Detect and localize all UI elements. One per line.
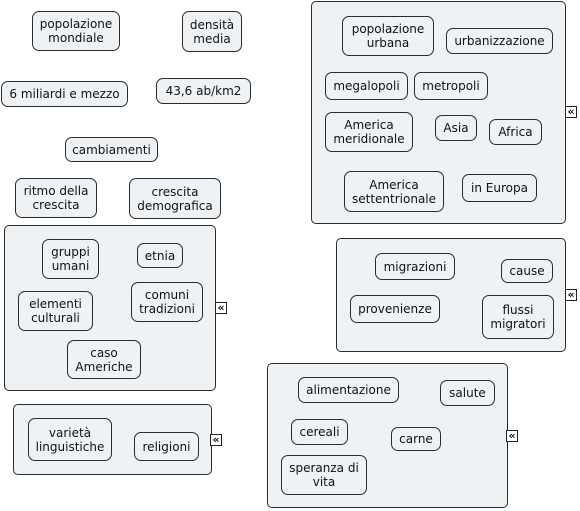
node-sei-miliardi[interactable]: 6 miliardi e mezzo xyxy=(1,81,128,107)
node-cereali[interactable]: cereali xyxy=(291,419,348,445)
node-alimentazione[interactable]: alimentazione xyxy=(298,377,399,403)
node-urbanizzazione[interactable]: urbanizzazione xyxy=(446,28,553,54)
group-culture: gruppi umani etnia elementi culturali co… xyxy=(4,225,216,391)
node-caso-americhe[interactable]: caso Americhe xyxy=(67,340,141,379)
node-migrazioni[interactable]: migrazioni xyxy=(375,253,455,280)
node-metropoli[interactable]: metropoli xyxy=(414,72,488,100)
node-salute[interactable]: salute xyxy=(440,380,495,406)
node-elementi-culturali[interactable]: elementi culturali xyxy=(18,291,93,331)
node-asia[interactable]: Asia xyxy=(435,115,477,141)
node-varieta-linguistiche[interactable]: varietà linguistiche xyxy=(28,418,112,461)
node-america-settentrionale[interactable]: America settentrionale xyxy=(344,171,444,212)
node-cambiamenti[interactable]: cambiamenti xyxy=(65,137,158,162)
node-cause[interactable]: cause xyxy=(501,259,553,283)
node-in-europa[interactable]: in Europa xyxy=(462,174,537,202)
collapse-migrazioni-icon[interactable]: « xyxy=(565,289,577,301)
group-urbanizzazione: popolazione urbana urbanizzazione megalo… xyxy=(311,1,566,224)
node-flussi-migratori[interactable]: flussi migratori xyxy=(482,295,554,339)
collapse-alimentazione-icon[interactable]: « xyxy=(506,430,518,442)
node-densita-valore[interactable]: 43,6 ab/km2 xyxy=(156,78,251,104)
group-migrazioni: migrazioni cause provenienze flussi migr… xyxy=(336,238,566,352)
node-gruppi-umani[interactable]: gruppi umani xyxy=(42,239,99,279)
node-crescita-demografica[interactable]: crescita demografica xyxy=(129,178,221,219)
node-religioni[interactable]: religioni xyxy=(134,432,199,461)
node-speranza-di-vita[interactable]: speranza di vita xyxy=(281,455,367,495)
node-carne[interactable]: carne xyxy=(391,427,441,451)
node-comuni-tradizioni[interactable]: comuni tradizioni xyxy=(131,282,203,322)
node-popolazione-mondiale[interactable]: popolazione mondiale xyxy=(32,11,120,51)
node-etnia[interactable]: etnia xyxy=(137,243,183,268)
node-africa[interactable]: Africa xyxy=(489,119,542,145)
node-densita-media[interactable]: densità media xyxy=(182,11,242,52)
node-popolazione-urbana[interactable]: popolazione urbana xyxy=(342,16,434,56)
node-megalopoli[interactable]: megalopoli xyxy=(325,72,408,100)
group-alimentazione: alimentazione salute cereali carne spera… xyxy=(267,363,508,508)
collapse-culture-icon[interactable]: « xyxy=(215,302,227,314)
group-lingua-religione: varietà linguistiche religioni xyxy=(13,404,212,475)
collapse-urbanizzazione-icon[interactable]: « xyxy=(565,106,577,118)
collapse-lingua-icon[interactable]: « xyxy=(210,434,222,446)
node-provenienze[interactable]: provenienze xyxy=(350,295,440,323)
node-america-meridionale[interactable]: America meridionale xyxy=(325,112,413,152)
node-ritmo-crescita[interactable]: ritmo della crescita xyxy=(15,178,97,218)
